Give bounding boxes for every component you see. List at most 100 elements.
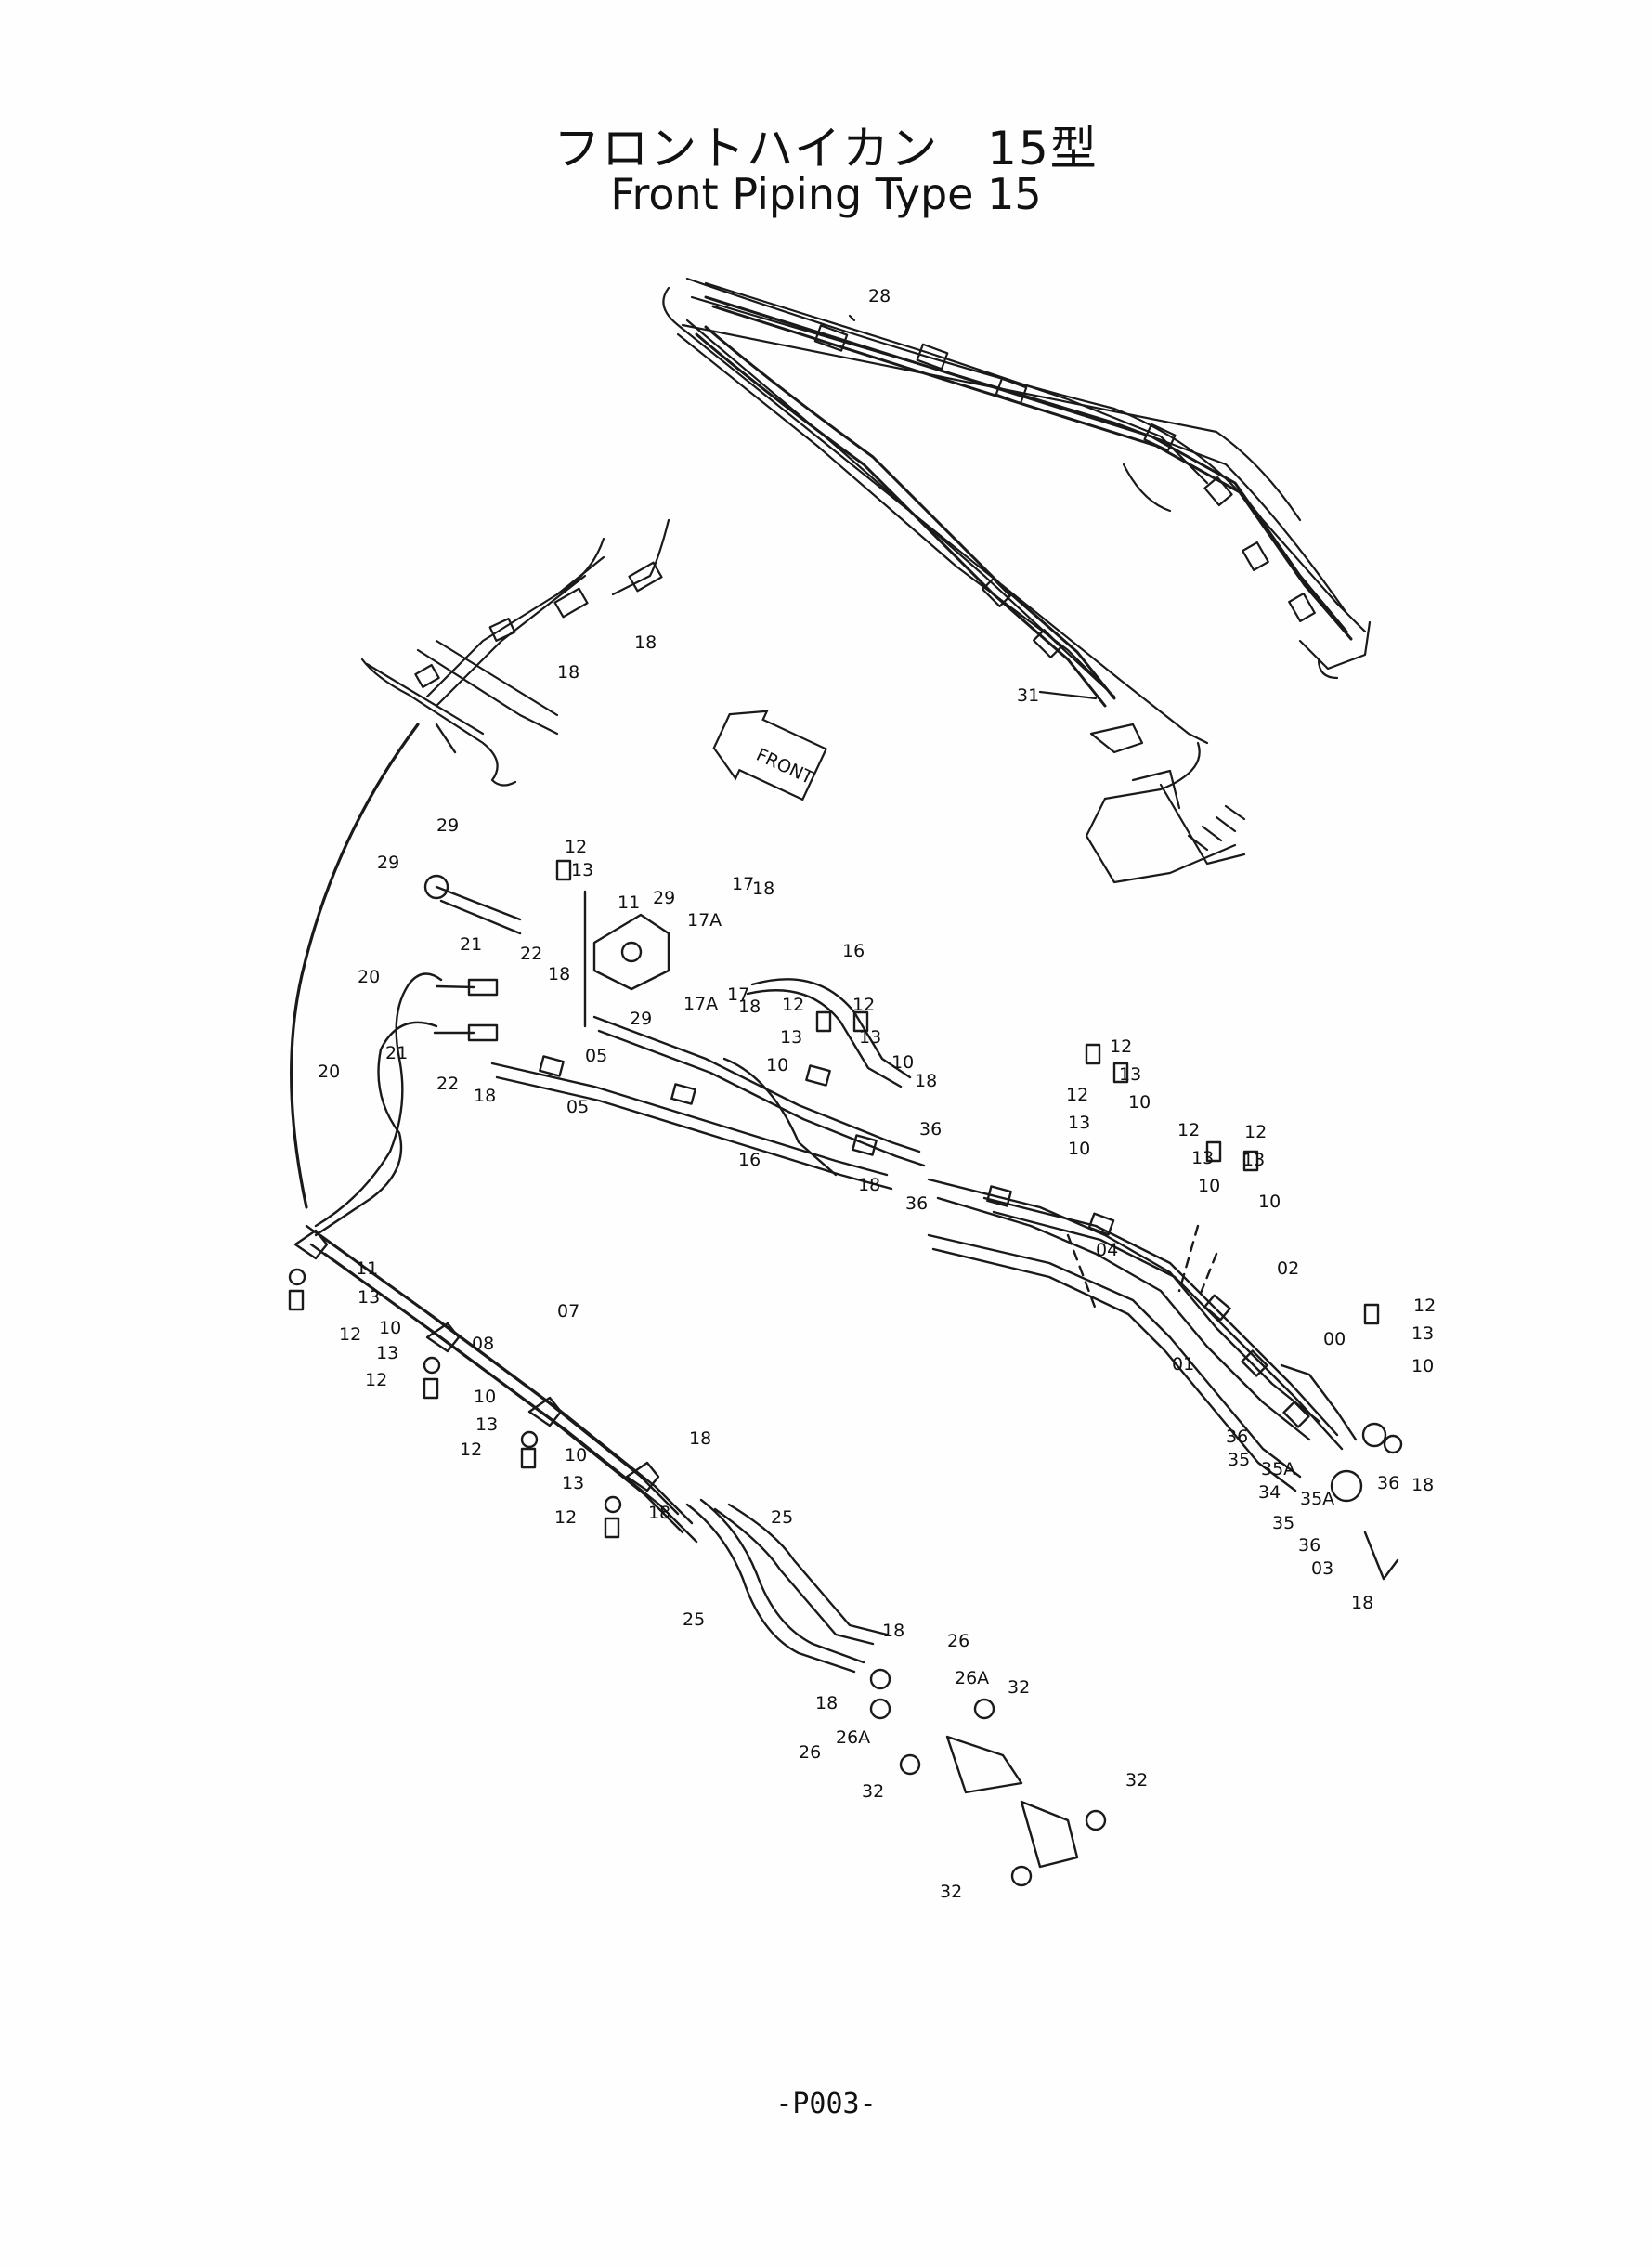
part-label: 13 [571, 860, 593, 880]
part-label: 16 [738, 1150, 761, 1170]
part-label: 03 [1311, 1558, 1333, 1579]
part-label: 18 [1351, 1593, 1373, 1613]
part-label: 10 [1128, 1092, 1151, 1113]
part-label: 36 [919, 1119, 942, 1140]
part-label: 17 [727, 984, 749, 1005]
part-label: 05 [585, 1046, 607, 1066]
part-label: 13 [562, 1473, 584, 1493]
part-number-labels: 28 31 18 18 29 29 12 13 11 29 17 17A 18 05 16 21 22 18 20 2… [318, 286, 1436, 1902]
part-label: 32 [1008, 1677, 1030, 1698]
part-label: 17A [687, 910, 722, 931]
part-label: 13 [358, 1287, 380, 1308]
part-label: 02 [1277, 1258, 1299, 1279]
part-label: 20 [358, 967, 380, 987]
part-label: 29 [436, 815, 459, 836]
part-label: 13 [1119, 1064, 1141, 1085]
part-label: 18 [752, 879, 774, 899]
part-label: 18 [689, 1428, 711, 1449]
part-label: 36 [905, 1193, 928, 1214]
part-label: 13 [859, 1027, 881, 1048]
part-label: 32 [940, 1882, 962, 1902]
part-label: 10 [766, 1055, 788, 1075]
part-label: 12 [554, 1507, 577, 1528]
part-label: 36 [1298, 1535, 1320, 1556]
part-label: 12 [782, 995, 804, 1015]
part-label: 12 [565, 837, 587, 857]
part-label: 12 [1244, 1122, 1267, 1142]
part-label: 13 [475, 1414, 498, 1435]
part-label: 29 [377, 853, 399, 873]
part-label: 08 [472, 1334, 494, 1354]
part-label: 18 [648, 1503, 670, 1523]
part-label: 12 [852, 995, 875, 1015]
part-label: 10 [379, 1318, 401, 1338]
part-label: 13 [780, 1027, 802, 1048]
part-label: 26 [947, 1631, 969, 1651]
part-label: 35 [1272, 1513, 1294, 1533]
part-label: 13 [1191, 1148, 1214, 1168]
part-label: 25 [771, 1507, 793, 1528]
part-label: 26A [836, 1727, 870, 1748]
part-label: 35A [1261, 1459, 1295, 1479]
part-label: 18 [1411, 1475, 1434, 1495]
part-label: 31 [1017, 685, 1039, 706]
part-label: 04 [1096, 1240, 1118, 1260]
part-label: 01 [1172, 1354, 1194, 1375]
part-label: 10 [474, 1387, 496, 1407]
part-label: 22 [520, 944, 542, 964]
part-label: 18 [858, 1175, 880, 1195]
cab-outline [290, 518, 670, 1209]
part-label: 35 [1228, 1450, 1250, 1470]
part-label: 10 [565, 1445, 587, 1466]
part-label: 12 [460, 1440, 482, 1460]
part-label: 16 [842, 941, 865, 961]
part-label: 35A [1300, 1489, 1334, 1509]
title-english: Front Piping Type 15 [610, 169, 1042, 219]
page-number: -P003- [775, 2088, 877, 2120]
part-label: 36 [1377, 1473, 1399, 1493]
part-label: 18 [882, 1621, 904, 1641]
part-label: 18 [557, 662, 579, 683]
part-label: 10 [1068, 1139, 1090, 1159]
part-label: 26A [955, 1668, 989, 1688]
part-label: 36 [1226, 1427, 1248, 1447]
part-label: 29 [630, 1009, 652, 1029]
part-label: 11 [356, 1258, 378, 1279]
boom-arm-drawing [662, 277, 1372, 884]
part-label: 13 [1411, 1323, 1434, 1344]
part-label: 18 [815, 1693, 838, 1713]
part-label: 10 [891, 1052, 914, 1073]
part-label: 11 [618, 892, 640, 913]
part-label: 12 [365, 1370, 387, 1390]
part-label: 05 [566, 1097, 589, 1117]
part-label: 18 [738, 997, 761, 1017]
part-label: 25 [683, 1609, 705, 1630]
part-label: 13 [1242, 1150, 1265, 1170]
part-label: 17 [732, 874, 754, 894]
part-label: 10 [1258, 1192, 1281, 1212]
front-direction-sign: FRONT [712, 710, 828, 801]
part-label: 21 [460, 934, 482, 955]
part-label: 29 [653, 888, 675, 908]
part-label: 07 [557, 1301, 579, 1322]
part-label: 17A [683, 994, 718, 1014]
part-label: 18 [474, 1086, 496, 1106]
part-label: 00 [1323, 1329, 1346, 1349]
piping-assembly [288, 723, 1403, 1887]
part-label: 13 [1068, 1113, 1090, 1133]
part-label: 13 [376, 1343, 398, 1363]
part-label: 12 [1413, 1296, 1436, 1316]
part-label: 12 [1110, 1036, 1132, 1057]
part-label: 26 [799, 1742, 821, 1763]
part-label: 12 [1177, 1120, 1200, 1140]
part-label: 18 [548, 964, 570, 984]
part-label: 22 [436, 1074, 459, 1094]
part-label: 32 [862, 1781, 884, 1802]
part-label: 18 [634, 632, 657, 653]
part-label: 12 [1066, 1085, 1088, 1105]
part-label: 10 [1411, 1356, 1434, 1376]
part-label: 28 [868, 286, 891, 306]
title-japanese: フロントハイカン 15型 [553, 122, 1099, 176]
part-label: 34 [1258, 1482, 1281, 1503]
